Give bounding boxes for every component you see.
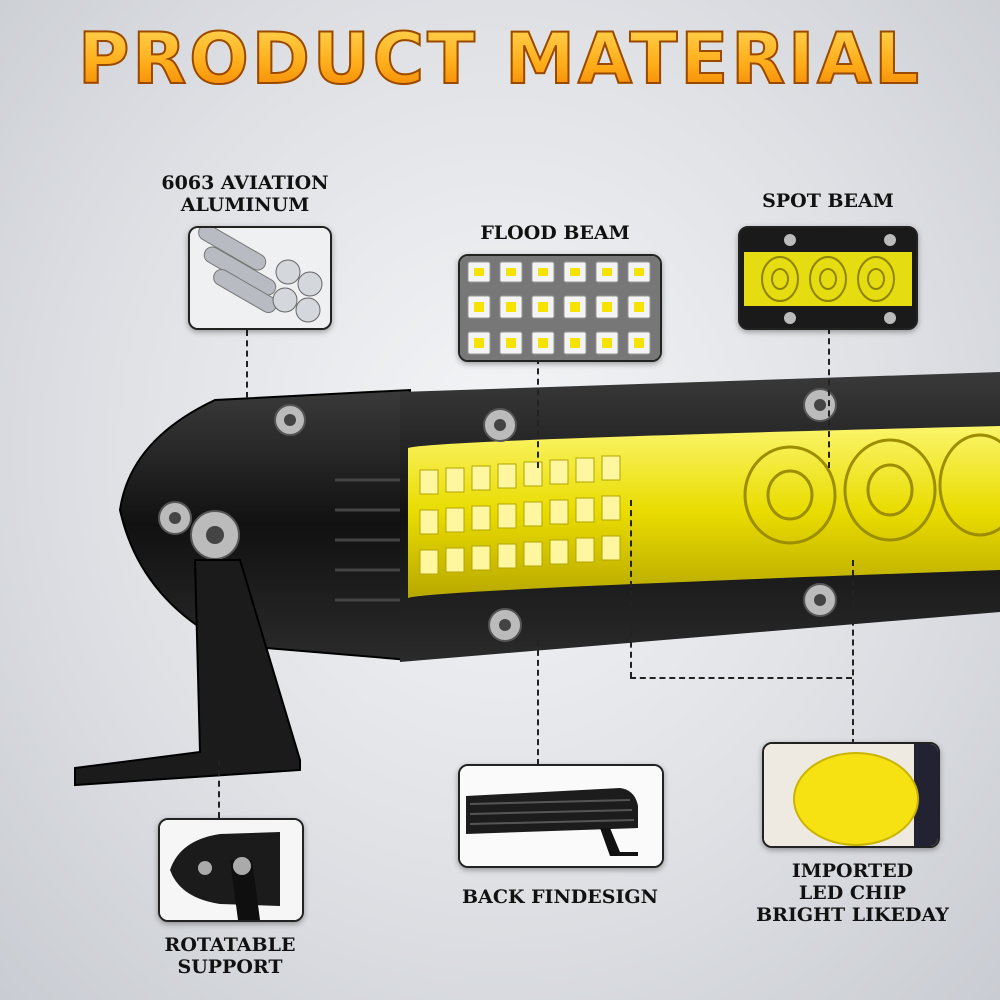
back-fin-label: BACK FINDESIGN <box>462 886 658 908</box>
connector-chip-c <box>852 560 854 745</box>
rotatable-bracket-icon <box>160 820 302 920</box>
flood-beam-label: FLOOD BEAM <box>480 222 630 244</box>
aluminum-label-line1: 6063 AVIATION <box>161 172 329 194</box>
connector-back-fin <box>537 640 539 765</box>
connector-chip-a <box>630 500 632 678</box>
back-fin-thumbnail <box>458 764 664 868</box>
led-chip-thumbnail <box>762 742 940 848</box>
connector-aluminum <box>246 330 248 398</box>
connector-chip-b <box>630 677 852 679</box>
flood-beam-thumbnail <box>458 254 662 362</box>
flood-beam-chips-icon <box>460 256 660 360</box>
spot-beam-label: SPOT BEAM <box>762 190 894 212</box>
support-label-line2: SUPPORT <box>177 956 283 978</box>
spot-beam-thumbnail <box>738 226 918 330</box>
support-label-line1: ROTATABLE <box>164 934 296 956</box>
support-thumbnail <box>158 818 304 922</box>
spot-beam-lens-icon <box>740 228 916 328</box>
led-chip-label-line1: IMPORTED <box>791 860 914 882</box>
led-chip-label-line3: BRIGHT LIKEDAY <box>756 904 949 926</box>
aluminum-label-line2: ALUMINUM <box>180 194 310 216</box>
aluminum-rods-icon <box>190 228 330 328</box>
led-chip-label-line2: LED CHIP <box>798 882 907 904</box>
aluminum-thumbnail <box>188 226 332 330</box>
aluminum-label: 6063 AVIATION ALUMINUM <box>140 172 350 216</box>
connector-flood <box>537 358 539 468</box>
connector-support <box>218 760 220 818</box>
back-fin-bar-icon <box>460 766 662 866</box>
connector-spot <box>828 328 830 468</box>
led-chip-icon <box>764 744 938 846</box>
led-chip-label: IMPORTED LED CHIP BRIGHT LIKEDAY <box>740 860 965 926</box>
page-title: PRODUCT MATERIAL <box>0 17 1000 101</box>
yellow-lens <box>408 426 1000 598</box>
mount-bracket <box>74 559 301 787</box>
support-label: ROTATABLE SUPPORT <box>130 934 330 978</box>
